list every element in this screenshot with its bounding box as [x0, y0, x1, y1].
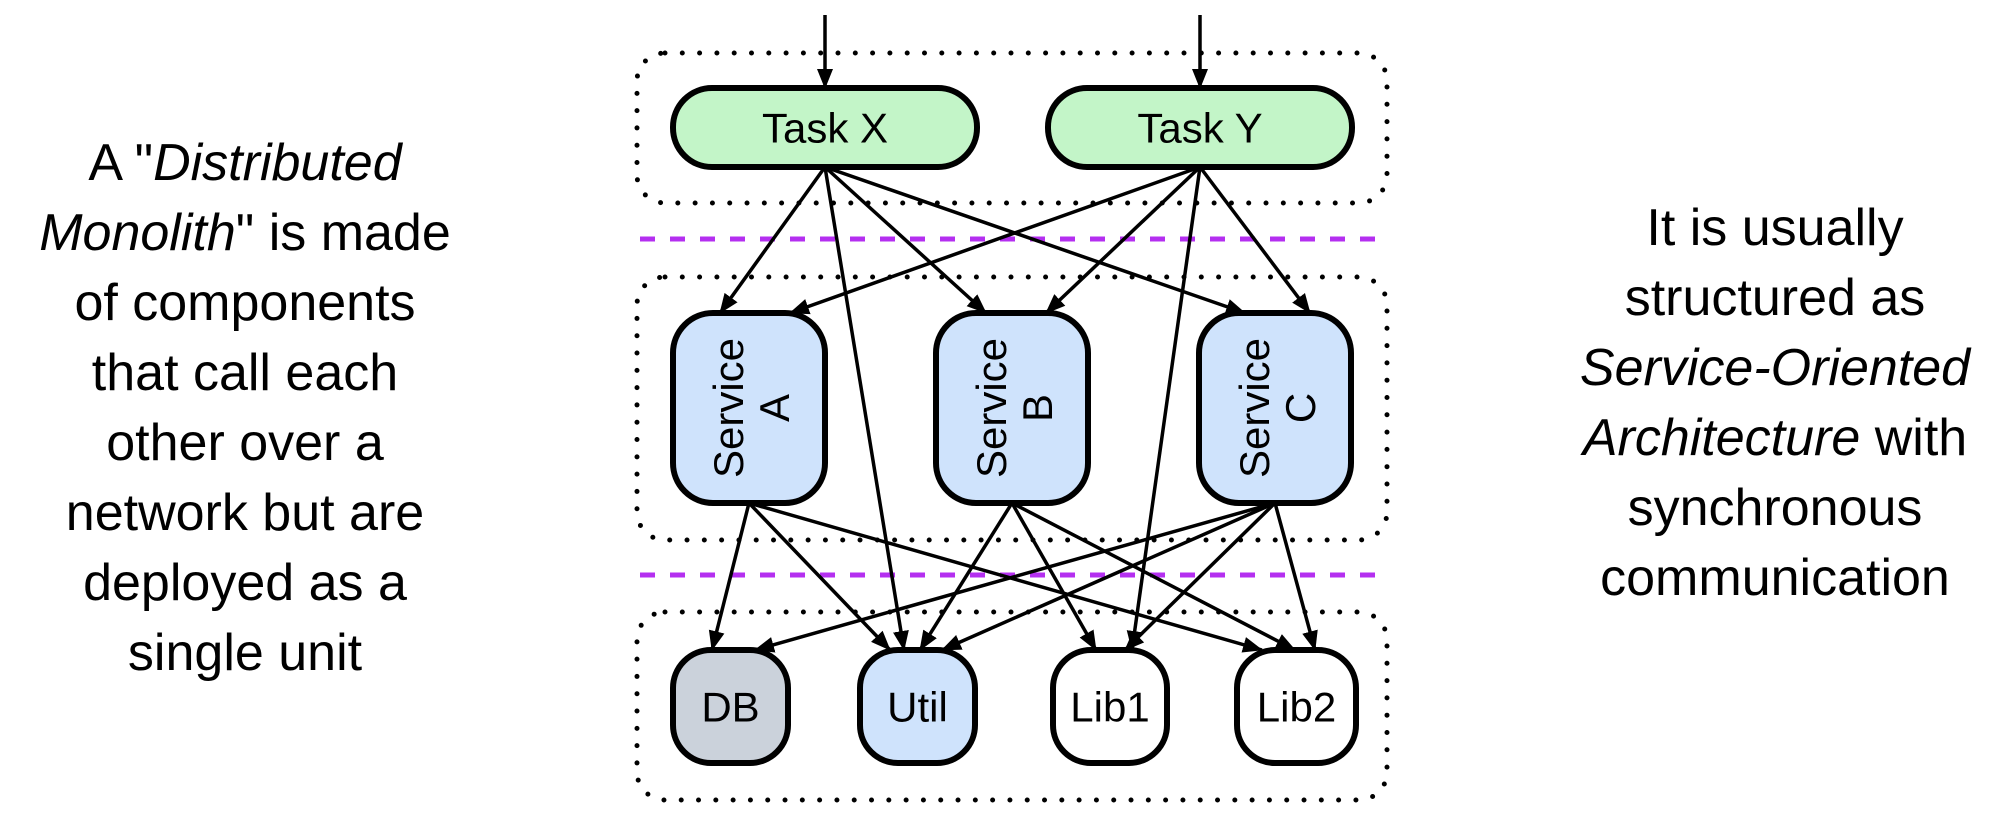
caption-text: network but are [65, 484, 425, 542]
edge-service_a-to-db [708, 502, 751, 651]
tasks-layer-container [634, 50, 1390, 206]
node-service-b[interactable]: ServiceB [933, 310, 1091, 506]
node-label: ServiceC [1231, 338, 1324, 478]
emphasized-text: Distributed [153, 134, 402, 192]
edge-service_c-to-lib2 [1273, 502, 1318, 651]
right-caption-line: Service-Oriented [1545, 333, 2001, 403]
caption-text: deployed as a [83, 554, 407, 612]
caption-text: synchronous [1627, 479, 1923, 537]
caption-text: that call each [91, 344, 399, 402]
edge-task_y-to-service_b [1044, 165, 1202, 315]
caption-text: communication [1600, 549, 1950, 607]
node-label: Util [887, 684, 948, 731]
caption-text: with [1860, 409, 1968, 467]
right-caption: It is usually structured as Service-Orient… [1545, 193, 2001, 613]
caption-text: A " [88, 134, 154, 192]
node-label: Lib1 [1070, 684, 1149, 731]
emphasized-text: Service-Oriented [1579, 339, 1971, 397]
caption-text: other over a [106, 414, 384, 472]
node-label: Task X [762, 105, 888, 152]
edge-service_c-to-util [941, 501, 1276, 652]
edge-task_y-to-service_c [1198, 165, 1312, 315]
node-util[interactable]: Util [857, 647, 978, 766]
edge-service_c-to-lib1 [1123, 501, 1277, 652]
edge-service_b-to-lib1 [1010, 502, 1098, 651]
edge-task_x-to-service_a [718, 165, 827, 315]
node-box [1196, 310, 1354, 506]
node-label: Task Y [1137, 105, 1262, 152]
node-box [1234, 647, 1359, 766]
edge-service_a-to-lib2 [748, 501, 1263, 653]
node-box [670, 647, 791, 766]
node-lib1[interactable]: Lib1 [1050, 647, 1170, 766]
right-caption-line: structured as [1545, 263, 2001, 333]
edge-task_x-to-service_c [824, 165, 1246, 315]
caption-text: of components [74, 274, 416, 332]
node-label: Lib2 [1257, 684, 1336, 731]
node-lib2[interactable]: Lib2 [1234, 647, 1359, 766]
left-caption-line: A "Distributed [0, 128, 490, 198]
left-caption-line: of components [0, 268, 490, 338]
node-label: ServiceB [968, 338, 1061, 478]
left-caption-line: other over a [0, 408, 490, 478]
node-box [670, 310, 828, 506]
edge-task_x-to-util [823, 166, 909, 651]
node-box [1050, 647, 1170, 766]
node-service-c[interactable]: ServiceC [1196, 310, 1354, 506]
components-layer-container [634, 609, 1390, 803]
node-service-a[interactable]: ServiceA [670, 310, 828, 506]
edge-service_b-to-util [918, 502, 1014, 651]
emphasized-text: Architecture [1582, 409, 1861, 467]
edge-task_y-to-service_a [789, 165, 1201, 315]
node-label: DB [701, 684, 759, 731]
edge-service_a-to-util [747, 501, 892, 652]
node-box [1045, 85, 1355, 170]
node-db[interactable]: DB [670, 647, 791, 766]
left-caption-line: Monolith" is made [0, 198, 490, 268]
edge-service_c-to-db [754, 501, 1276, 653]
caption-text: single unit [127, 624, 363, 682]
node-task-x[interactable]: Task X [670, 85, 980, 170]
edge-service_b-to-lib2 [1011, 501, 1296, 652]
edge-task_y-to-lib1 [1126, 166, 1202, 651]
left-caption-line: network but are [0, 478, 490, 548]
left-caption-line: single unit [0, 618, 490, 688]
node-box [933, 310, 1091, 506]
caption-text: It is usually [1646, 199, 1904, 257]
right-caption-line: It is usually [1545, 193, 2001, 263]
right-caption-line: synchronous [1545, 473, 2001, 543]
services-layer-container [634, 274, 1390, 543]
left-caption-line: that call each [0, 338, 490, 408]
edge-task_x-to-service_b [823, 165, 988, 315]
node-box [670, 85, 980, 170]
right-caption-line: communication [1545, 543, 2001, 613]
caption-text: " is made [235, 204, 451, 262]
right-caption-line: Architecture with [1545, 403, 2001, 473]
caption-text: structured as [1624, 269, 1926, 327]
emphasized-text: Monolith [39, 204, 236, 262]
node-label: ServiceA [705, 338, 798, 478]
left-caption-line: deployed as a [0, 548, 490, 618]
node-task-y[interactable]: Task Y [1045, 85, 1355, 170]
node-box [857, 647, 978, 766]
